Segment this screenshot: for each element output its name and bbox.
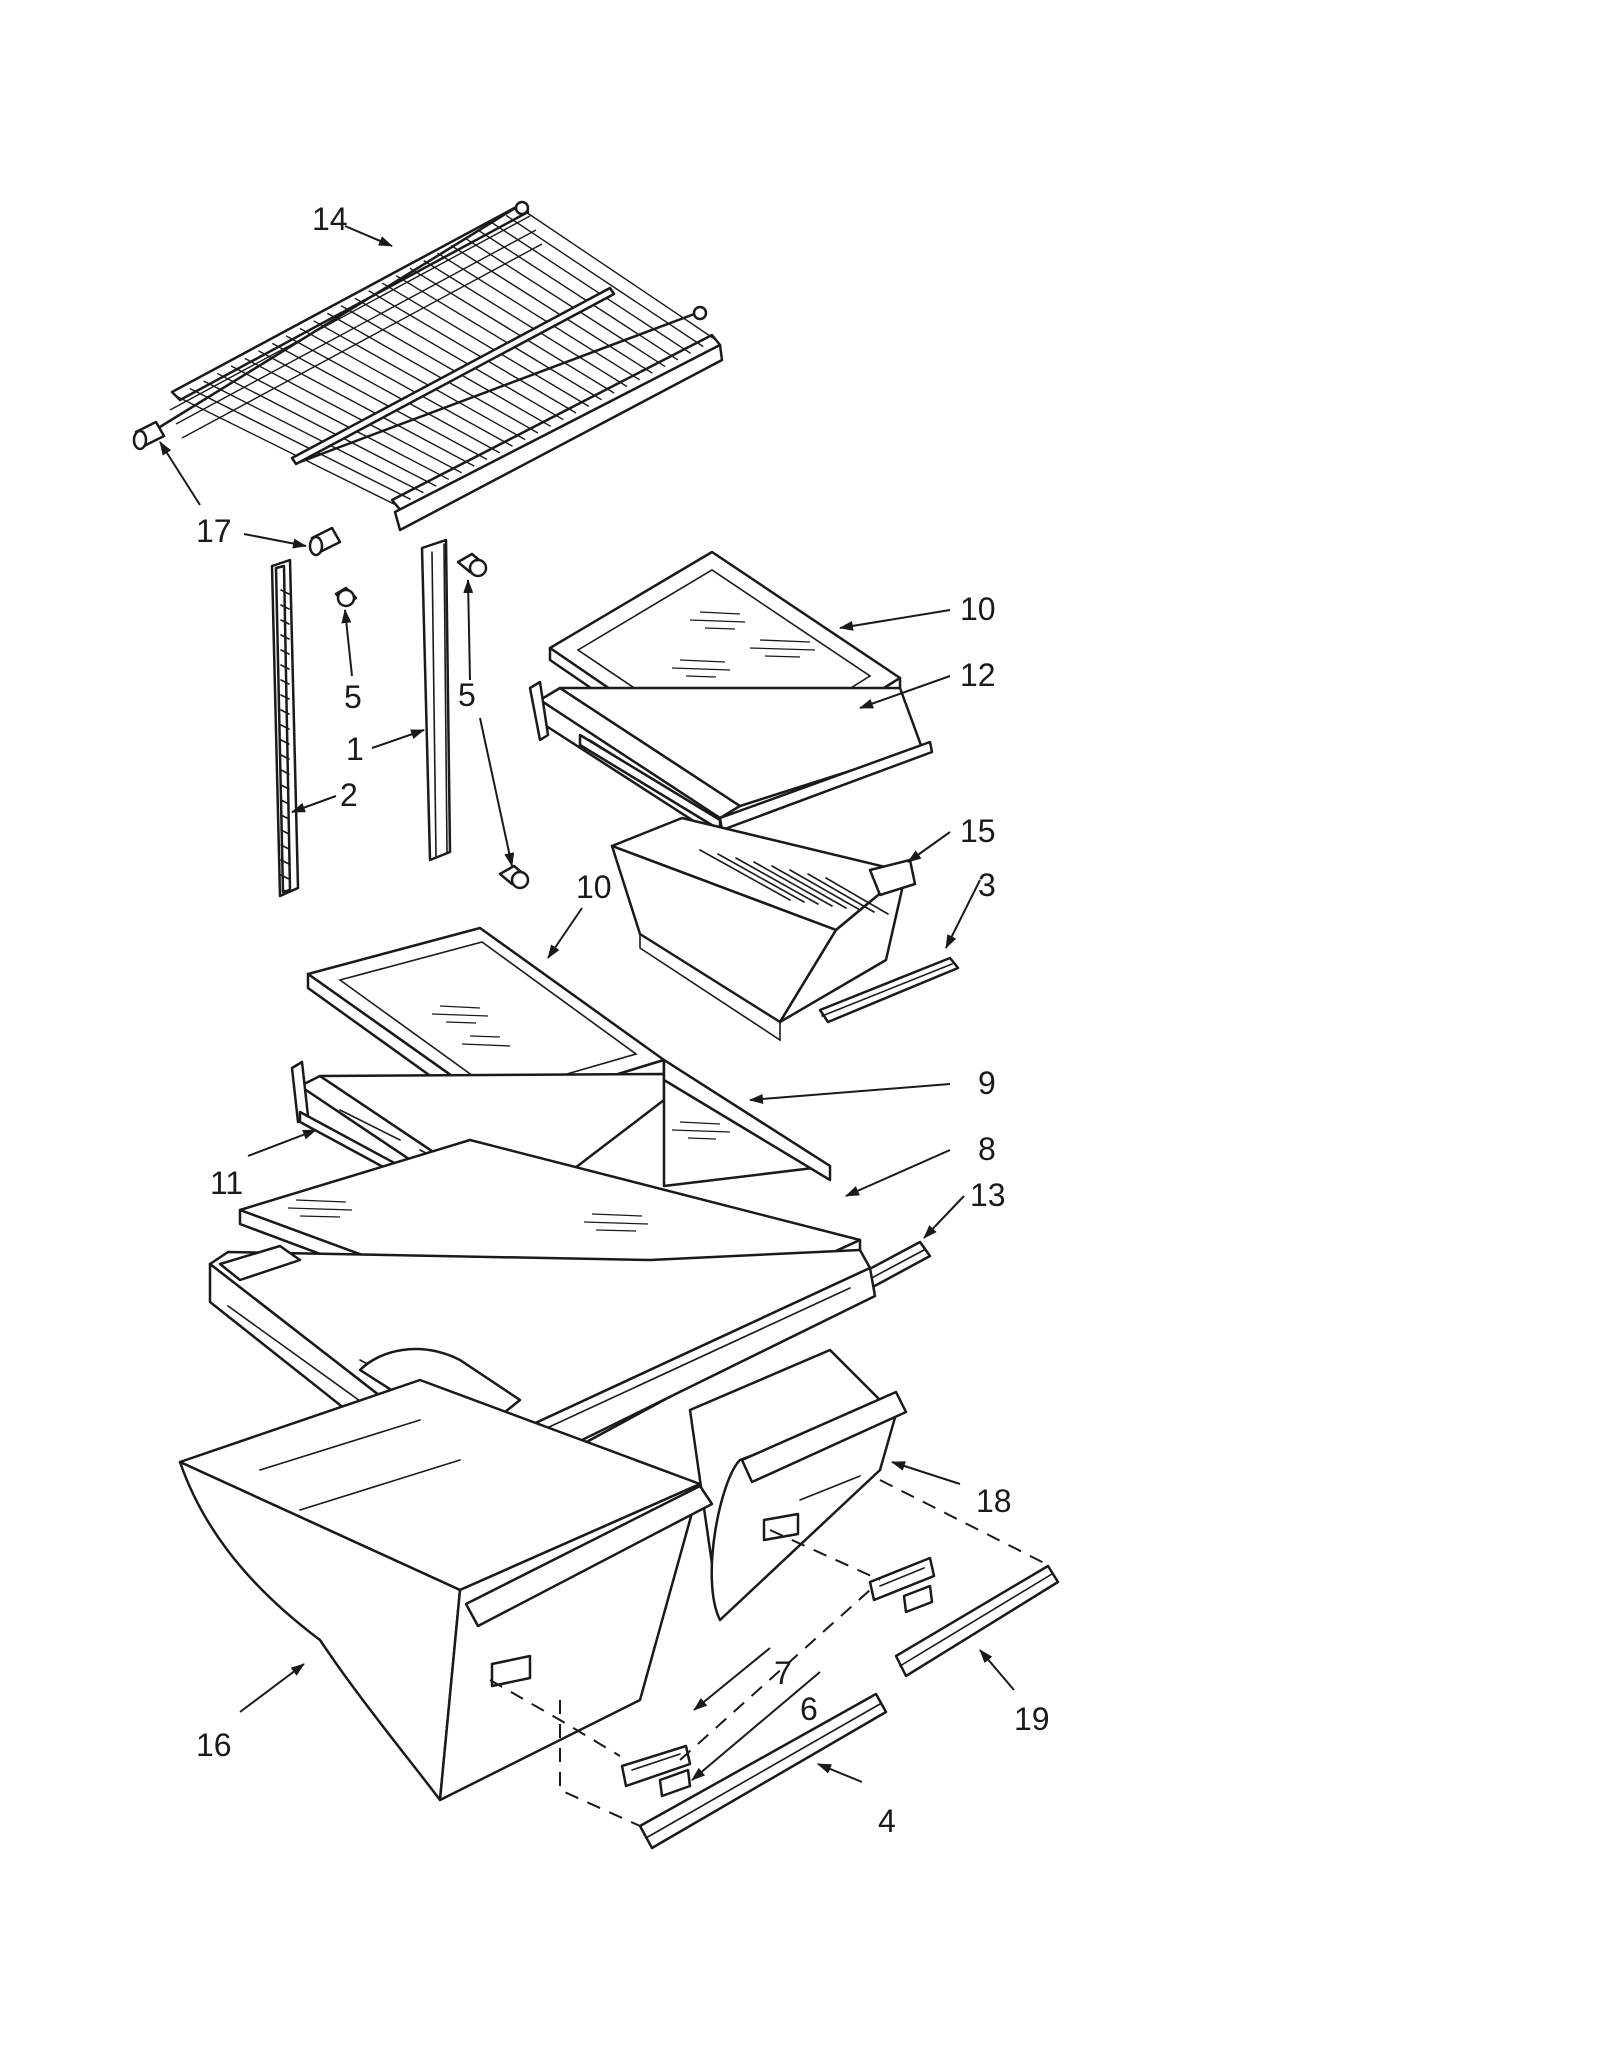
callout-10-b: 10 [576,869,612,905]
shelf-rail-1 [420,538,452,862]
callout-labels: 14 17 5 5 1 2 10 12 15 3 10 9 8 11 13 18… [196,201,1050,1839]
crisper-drawer-16 [178,1378,714,1802]
screw-5-b [456,552,488,578]
callout-16: 16 [196,1727,232,1763]
callout-4: 4 [878,1803,896,1839]
callout-1: 1 [346,731,364,767]
screw-5-a [334,586,358,608]
shelf-rail-2 [270,558,300,898]
shelf-end-cap-17-a [132,420,166,451]
callout-18: 18 [976,1483,1012,1519]
crisper-drawer-18 [688,1348,908,1622]
callout-17: 17 [196,513,232,549]
trim-strip-4 [638,1692,888,1850]
callout-10-a: 10 [960,591,996,627]
screw-5-c [498,864,530,890]
drawer-slide-7-b [868,1556,936,1602]
callout-9: 9 [978,1065,996,1101]
crisper-drawer-15 [610,816,917,1042]
shelf-end-cap-17-b [308,526,342,557]
trim-strip-19 [894,1564,1060,1678]
drawer-stop-6-a [658,1768,692,1798]
callout-5-a: 5 [344,679,362,715]
callout-2: 2 [340,777,358,813]
trim-strip-3 [818,956,960,1024]
shelf-frame-12 [528,680,934,840]
wire-shelf-14 [153,200,724,532]
callout-7: 7 [774,1655,792,1691]
glass-shelf-9 [662,1058,832,1188]
callout-6: 6 [800,1691,818,1727]
leader-lines [159,225,1015,1783]
assembly-lines [489,1479,1051,1827]
drawer-slide-7-a [620,1744,692,1788]
drawer-stop-6-b [902,1584,934,1614]
callout-3: 3 [978,867,996,903]
callout-15: 15 [960,813,996,849]
callout-19: 19 [1014,1701,1050,1737]
callout-12: 12 [960,657,996,693]
callout-5-b: 5 [458,677,476,713]
callout-13: 13 [970,1177,1006,1213]
callout-8: 8 [978,1131,996,1167]
callout-14: 14 [312,201,348,237]
callout-11: 11 [210,1165,243,1201]
